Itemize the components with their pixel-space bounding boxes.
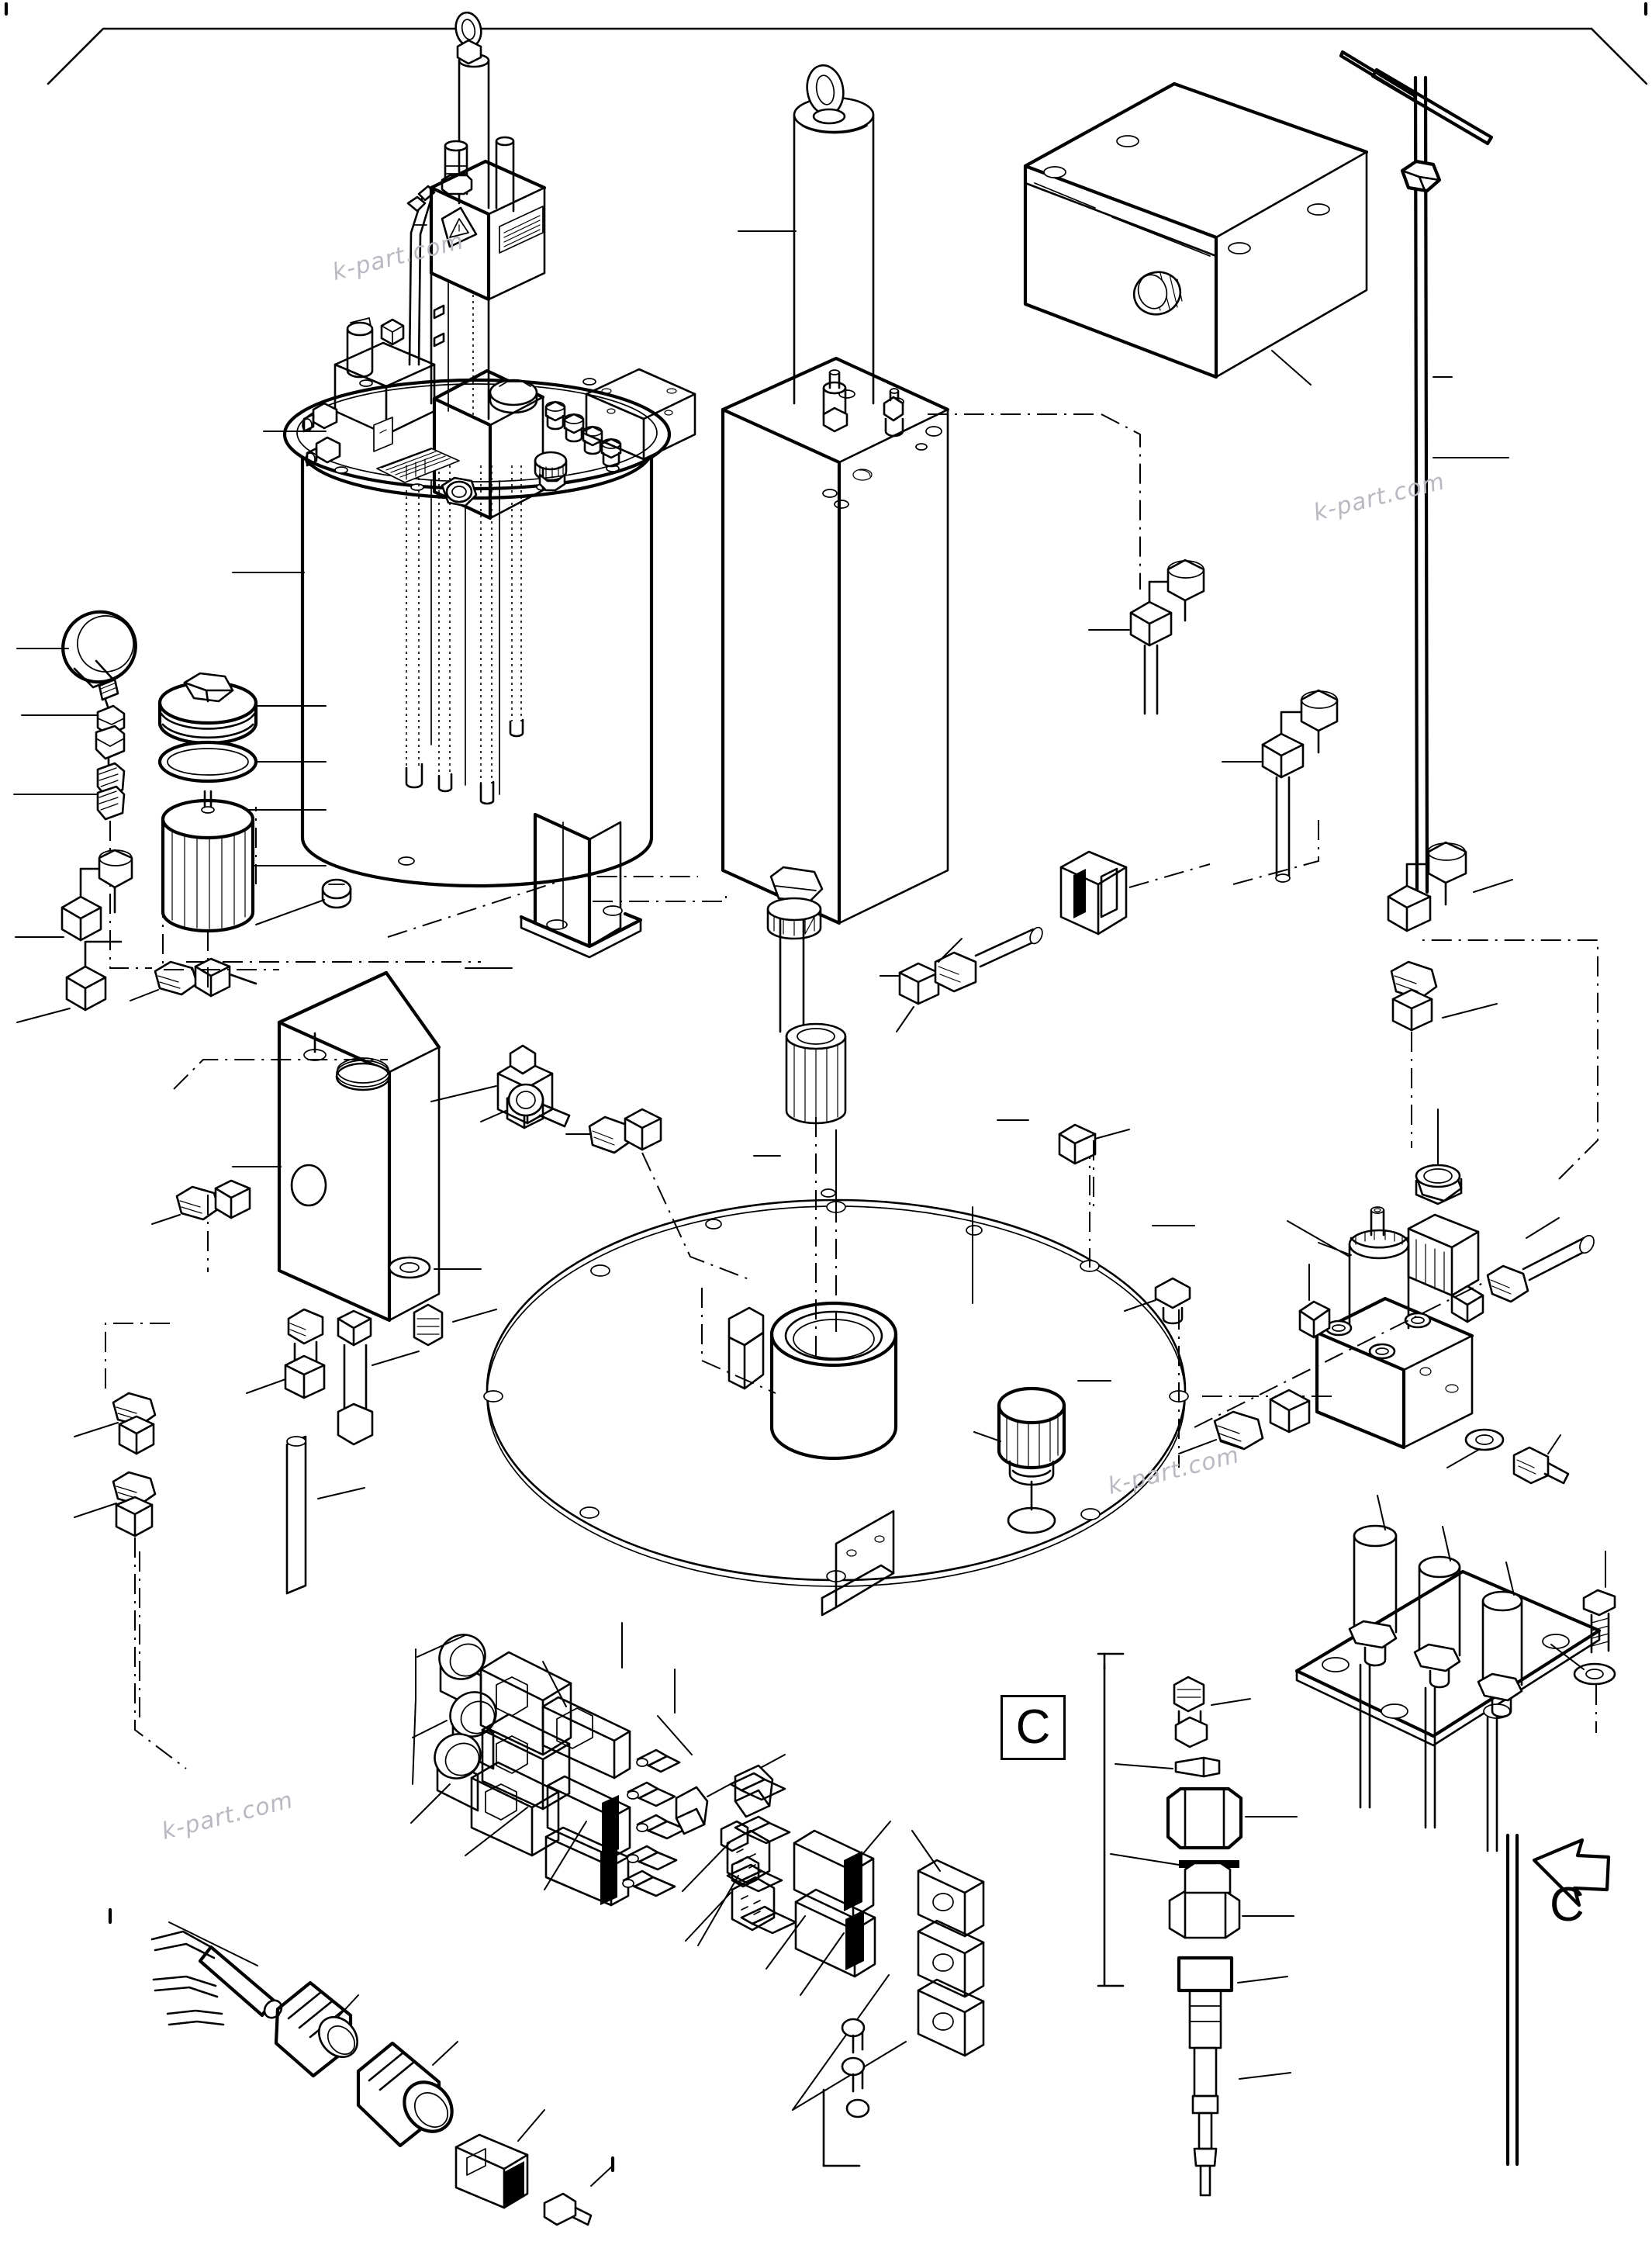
filter-element xyxy=(161,790,327,933)
detail-arrow-letter: C xyxy=(1550,1878,1585,1932)
base-plate-center-boss xyxy=(769,1301,898,1461)
plug-bodies xyxy=(541,1661,631,1907)
pressure-gauge-assembly xyxy=(13,610,152,969)
cylinder-lifting-eye xyxy=(806,64,846,125)
pump-control-rod xyxy=(406,185,436,366)
base-plate-bracket-top xyxy=(701,1288,776,1394)
pipe-clamp-block xyxy=(1059,850,1211,936)
elbow-fittings-upper-left xyxy=(15,849,257,1225)
probe-2 xyxy=(1413,1526,1461,1829)
probe-plate-bolt xyxy=(1550,1551,1616,1733)
cable-backshell xyxy=(356,2041,458,2148)
pump-motor-tower xyxy=(406,11,547,420)
warning-triangle-label xyxy=(441,206,478,248)
terminal-pins xyxy=(622,1715,731,1897)
junction-box-gland xyxy=(1132,271,1183,316)
elbow-fittings-right xyxy=(1088,413,1598,1180)
detail-arrow-c xyxy=(1505,1833,1611,2167)
connector-shells xyxy=(465,1651,572,1857)
probe-3 xyxy=(1477,1562,1523,1852)
manifold-block-left xyxy=(173,961,497,1323)
plate-fitting-nut-right xyxy=(1058,1123,1130,1165)
small-valve-body xyxy=(496,1044,554,1125)
base-plate-l-bracket xyxy=(821,1510,895,1617)
detail-c-column xyxy=(822,1652,1298,2197)
detail-c-hex xyxy=(1168,1862,1294,1939)
tank-top-components xyxy=(302,317,696,521)
terminal-screws xyxy=(841,2018,870,2118)
cylinder-screen xyxy=(785,1022,847,1125)
dipstick-rod xyxy=(1339,50,1509,894)
tank-breather-cap xyxy=(534,451,568,492)
filter-assembly xyxy=(157,672,327,933)
tank-small-tag xyxy=(373,417,393,452)
pump-cylinder-assembly xyxy=(593,64,1095,1365)
terminal-brackets xyxy=(792,1830,985,2111)
detail-callout-letter: C xyxy=(1015,1700,1051,1754)
base-plate-knob xyxy=(973,1386,1066,1534)
detail-callout-box: C xyxy=(1001,1695,1066,1760)
rear-plugs xyxy=(685,1829,776,1946)
terminal-pins-right xyxy=(726,1772,806,1970)
tank-foot-bracket xyxy=(519,812,643,959)
union-fitting-2 xyxy=(151,1179,251,1225)
reservoir-tank-assembly xyxy=(232,11,696,959)
probe-1 xyxy=(1348,1495,1398,1809)
tank-drain-plug xyxy=(255,878,352,925)
detail-c-shaft xyxy=(1177,1956,1291,2197)
tank-top-left-manifold xyxy=(302,317,436,467)
motor-nameplate xyxy=(499,206,544,254)
sheet-corner-leaders xyxy=(4,2,1648,85)
union-fitting-1 xyxy=(130,957,257,1001)
solenoid-valve-assembly xyxy=(1178,1108,1595,1485)
lower-connector-housing xyxy=(454,2109,615,2226)
connector-harness-upper xyxy=(410,1622,985,2118)
fittings-under-manifold xyxy=(246,1303,497,1595)
assembly-axes xyxy=(139,807,1094,1722)
plate-fitting-left xyxy=(565,1108,752,1281)
misc-leaders xyxy=(244,809,1352,1256)
cap-blocks xyxy=(720,1820,760,1888)
detail-c-pin xyxy=(1115,1756,1221,1778)
center-right-plugs xyxy=(793,1821,891,1996)
fittings-lower-left xyxy=(74,1323,187,1769)
cylinder-top-fitting-right xyxy=(883,388,904,438)
din-connector xyxy=(1407,1108,1480,1297)
tank-cable-glands xyxy=(544,400,622,468)
level-probe-plate xyxy=(1294,1495,1616,1852)
detail-c-fitting-1 xyxy=(1173,1676,1251,1748)
junction-box xyxy=(1023,81,1453,386)
tank-internal-tubes xyxy=(405,465,524,805)
detail-c-block xyxy=(1166,1786,1298,1850)
tank-nameplate-label xyxy=(376,448,460,483)
connector-harness-lower xyxy=(108,1907,615,2226)
tower-eyebolt xyxy=(454,11,482,65)
center-tube-fittings xyxy=(880,926,1043,1032)
round-receptacles xyxy=(410,1634,497,1824)
cylinder-top-port xyxy=(822,369,848,433)
base-plate xyxy=(483,1129,1339,1617)
tank-top-electrical-box xyxy=(585,368,696,461)
plate-fitting-cone-right xyxy=(1124,1277,1191,1325)
cable-boot xyxy=(274,1980,359,2078)
